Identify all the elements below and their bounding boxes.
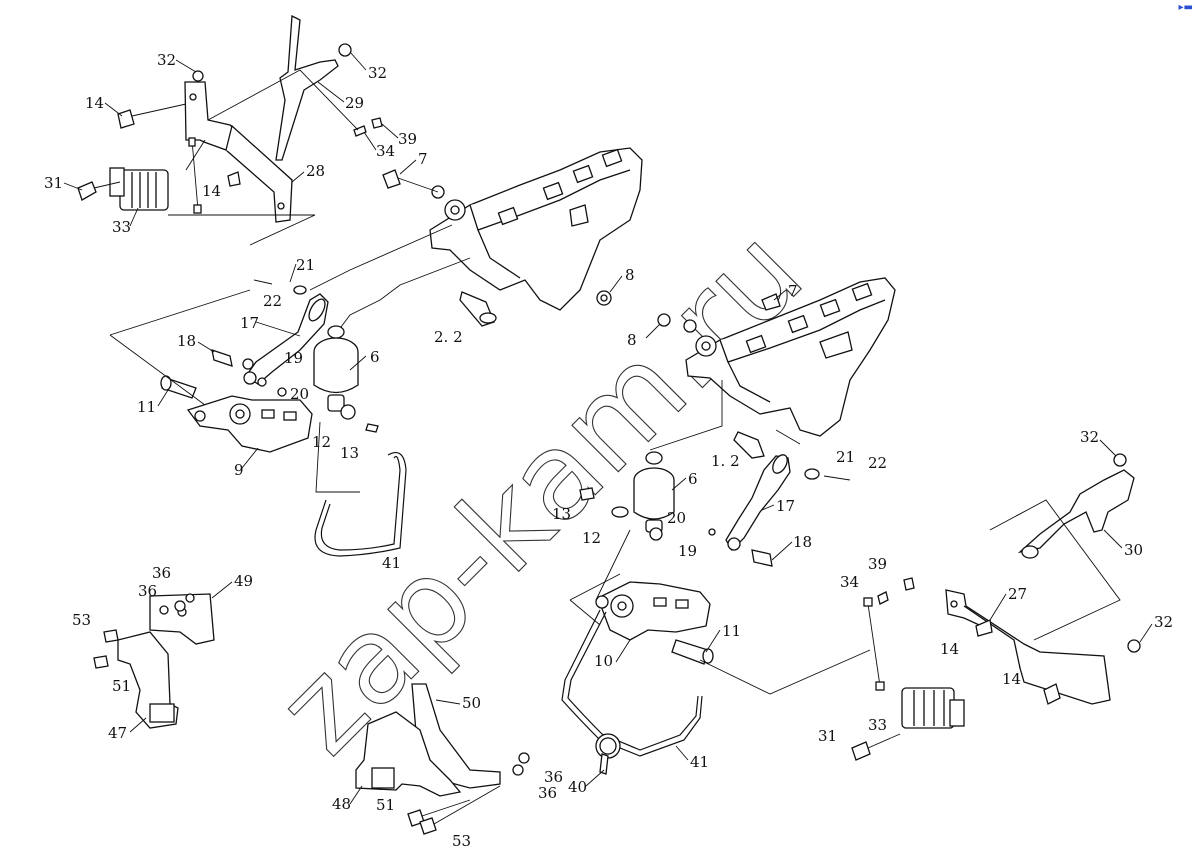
callout-12: 12 <box>582 529 601 547</box>
lower-centre-bracket-assembly <box>355 683 530 835</box>
callout-21: 21 <box>836 448 855 466</box>
corner-mark: ▸▬ <box>1178 2 1193 13</box>
lever-29 <box>275 14 339 161</box>
callout-33: 33 <box>112 218 131 236</box>
callout-40: 40 <box>568 778 587 796</box>
callout-11: 11 <box>137 398 156 416</box>
callout-53: 53 <box>452 832 471 850</box>
callout-36: 36 <box>152 564 171 582</box>
nut-39-left <box>371 117 383 129</box>
bolt-14-left-b <box>227 171 241 187</box>
callout-50: 50 <box>462 694 481 712</box>
left-valve-bracket-assembly <box>77 14 383 246</box>
callout-39: 39 <box>868 555 887 573</box>
nut-32-left-a <box>192 70 204 82</box>
callout-36: 36 <box>138 582 157 600</box>
callout-27: 27 <box>1008 585 1027 603</box>
valve-33 <box>119 169 169 211</box>
pin-34-left <box>353 125 367 137</box>
callout-32: 32 <box>368 64 387 82</box>
callout-41: 41 <box>382 554 401 572</box>
callout-33: 33 <box>868 716 887 734</box>
callout-28: 28 <box>306 162 325 180</box>
callout-14: 14 <box>85 94 104 112</box>
callout-17: 17 <box>776 497 795 515</box>
callout-47: 47 <box>108 724 127 742</box>
callout-12: 12 <box>312 433 331 451</box>
right-air-spring-assembly <box>561 451 851 775</box>
callout-13: 13 <box>340 444 359 462</box>
callout-29: 29 <box>345 94 364 112</box>
callout-7: 7 <box>418 150 428 168</box>
callout-18: 18 <box>177 332 196 350</box>
callout-10: 10 <box>594 652 613 670</box>
frame-bracket-left <box>309 147 643 336</box>
callout-34: 34 <box>840 573 859 591</box>
callout-6: 6 <box>688 470 698 488</box>
frame-bracket-right <box>649 277 896 459</box>
lower-left-bracket-assembly <box>93 593 215 729</box>
callout-18: 18 <box>793 533 812 551</box>
callout-19: 19 <box>284 349 303 367</box>
valve-33-right <box>901 687 955 729</box>
callout-22: 22 <box>868 454 887 472</box>
callout-9: 9 <box>234 461 244 479</box>
callout-36: 36 <box>538 784 557 802</box>
callout-14: 14 <box>1002 670 1021 688</box>
callout-49: 49 <box>234 572 253 590</box>
right-valve-bracket-assembly <box>699 453 1141 761</box>
callout-1-2: 1. 2 <box>711 452 740 470</box>
callout-31: 31 <box>818 727 837 745</box>
callout-20: 20 <box>290 385 309 403</box>
callout-6: 6 <box>370 348 380 366</box>
callout-32: 32 <box>1154 613 1173 631</box>
nut-32-left-b <box>338 43 352 57</box>
callout-21: 21 <box>296 256 315 274</box>
callout-36: 36 <box>544 768 563 786</box>
callout-2-2: 2. 2 <box>434 328 463 346</box>
callout-51: 51 <box>376 796 395 814</box>
callout-20: 20 <box>667 509 686 527</box>
callout-14: 14 <box>940 640 959 658</box>
callout-51: 51 <box>112 677 131 695</box>
callout-labels: 32 32 14 29 39 34 31 14 28 33 7 21 22 8 … <box>44 51 1173 850</box>
left-air-spring-assembly <box>109 279 407 557</box>
callout-39: 39 <box>398 130 417 148</box>
callout-8: 8 <box>627 331 637 349</box>
bolt-31-left <box>77 181 97 201</box>
bolt-14-left-a <box>117 109 135 129</box>
callout-19: 19 <box>678 542 697 560</box>
callout-7: 7 <box>788 282 798 300</box>
callout-53: 53 <box>72 611 91 629</box>
callout-11: 11 <box>722 622 741 640</box>
callout-41: 41 <box>690 753 709 771</box>
callout-14: 14 <box>202 182 221 200</box>
callout-34: 34 <box>376 142 395 160</box>
callout-17: 17 <box>240 314 259 332</box>
callout-31: 31 <box>44 174 63 192</box>
callout-32: 32 <box>1080 428 1099 446</box>
callout-8: 8 <box>625 266 635 284</box>
callout-48: 48 <box>332 795 351 813</box>
callout-30: 30 <box>1124 541 1143 559</box>
callout-22: 22 <box>263 292 282 310</box>
callout-32: 32 <box>157 51 176 69</box>
label-leaders <box>63 51 1153 805</box>
callout-13: 13 <box>552 505 571 523</box>
